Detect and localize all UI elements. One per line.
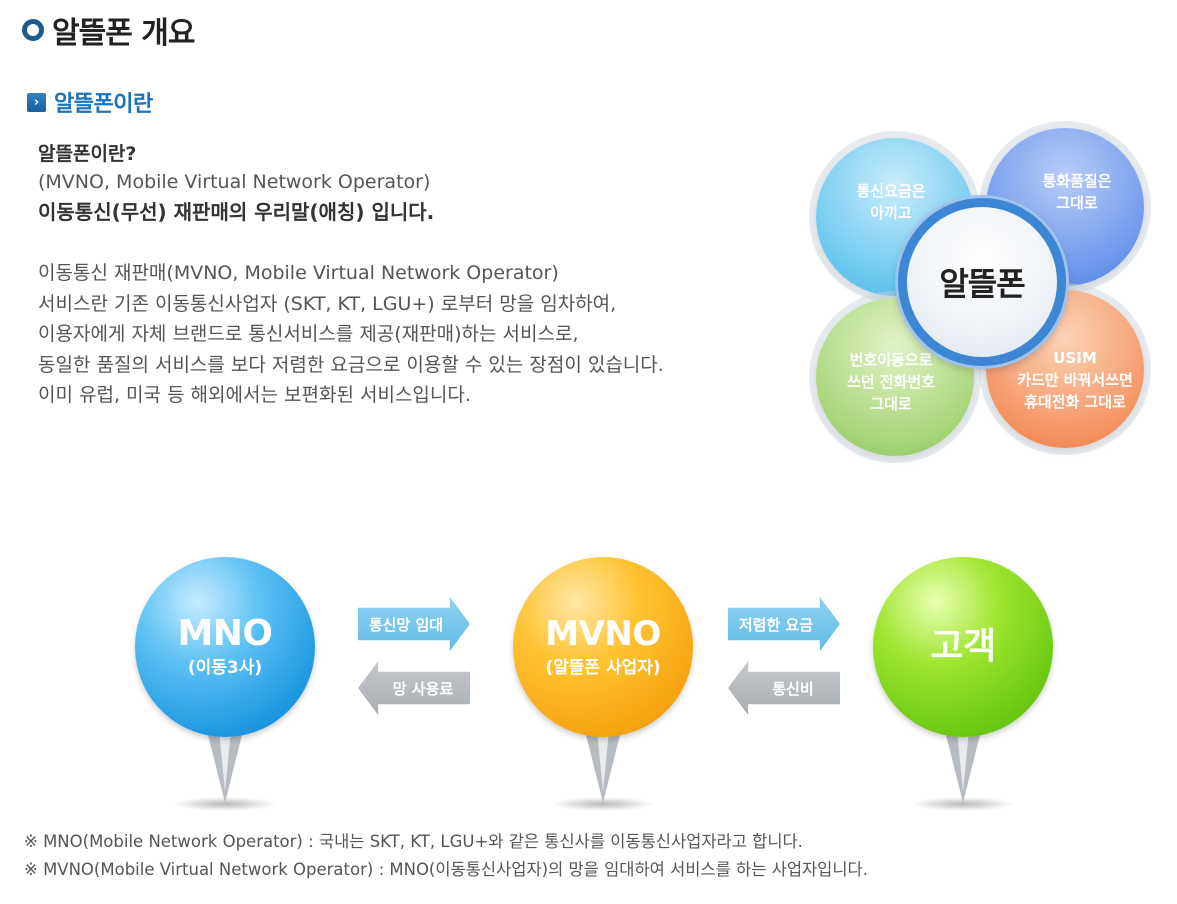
arrow-label: 통신망 임대 bbox=[368, 615, 444, 634]
circle-bullet-icon bbox=[22, 19, 44, 41]
mvno-label: MVNO bbox=[545, 614, 661, 654]
pin-shadow bbox=[173, 797, 277, 811]
benefit-petal-usim: USIM 카드만 바꿔서쓰면 휴대전화 그대로 bbox=[986, 290, 1144, 448]
footnotes: ※ MNO(Mobile Network Operator) : 국내는 SKT… bbox=[24, 828, 868, 884]
description-line: 이용자에게 자체 브랜드로 통신서비스를 제공(재판매)하는 서비스로, bbox=[38, 323, 579, 345]
section-title: › 알뜰폰이란 bbox=[27, 86, 153, 118]
mno-ball: MNO (이동3사) bbox=[135, 557, 315, 737]
pin-needle-highlight bbox=[597, 731, 609, 791]
petal-label: 통화품질은 그대로 bbox=[1042, 172, 1112, 212]
clover-center-hub: 알뜰폰 bbox=[898, 198, 1066, 366]
mvno-sublabel: (알뜰폰 사업자) bbox=[545, 658, 661, 678]
customer-label: 고객 bbox=[930, 626, 996, 667]
hub-label: 알뜰폰 bbox=[939, 265, 1025, 303]
mvno-flow-diagram: MNO (이동3사) MVNO (알뜰폰 사업자) 고객 bbox=[0, 545, 1177, 815]
intro-question: 알뜰폰이란? bbox=[38, 143, 137, 165]
mvno-pin: MVNO (알뜰폰 사업자) bbox=[513, 545, 693, 815]
mno-sublabel: (이동3사) bbox=[187, 658, 263, 678]
intro-text-block: 알뜰폰이란? (MVNO, Mobile Virtual Network Ope… bbox=[38, 140, 778, 411]
arrow-label: 저렴한 요금 bbox=[738, 615, 814, 634]
description-line: 동일한 품질의 서비스를 보다 저렴한 요금으로 이용할 수 있는 장점이 있습… bbox=[38, 353, 664, 376]
petal-label: USIM 카드만 바꿔서쓰면 휴대전화 그대로 bbox=[1017, 349, 1133, 411]
customer-ball: 고객 bbox=[873, 557, 1053, 737]
pin-needle-highlight bbox=[219, 731, 231, 791]
footnote-mno: ※ MNO(Mobile Network Operator) : 국내는 SKT… bbox=[24, 832, 803, 851]
description-line: 서비스란 기존 이동통신사업자 (SKT, KT, LGU+) 로부터 망을 임… bbox=[38, 292, 617, 315]
description-line: 이동통신 재판매(MVNO, Mobile Virtual Network Op… bbox=[38, 262, 559, 284]
description-line: 이미 유럽, 미국 등 해외에서는 보편화된 서비스입니다. bbox=[38, 384, 471, 406]
mvno-ball: MVNO (알뜰폰 사업자) bbox=[513, 557, 693, 737]
mno-label: MNO bbox=[177, 613, 273, 654]
mno-pin: MNO (이동3사) bbox=[135, 545, 315, 815]
page-title-text: 알뜰폰 개요 bbox=[52, 16, 195, 51]
arrow-right-icon: › bbox=[27, 92, 46, 112]
petal-label: 번호이동으로 쓰던 전화번호 그대로 bbox=[846, 351, 936, 413]
intro-english-name: (MVNO, Mobile Virtual Network Operator) bbox=[38, 171, 431, 193]
arrow-label: 망 사용료 bbox=[392, 679, 454, 698]
page-title: 알뜰폰 개요 bbox=[22, 8, 195, 52]
pin-shadow bbox=[911, 797, 1015, 811]
benefits-clover-diagram: 통신요금은 아끼고 통화품질은 그대로 번호이동으로 쓰던 전화번호 그대로 U… bbox=[806, 118, 1156, 463]
intro-definition: 이동통신(무선) 재판매의 우리말(애칭) 입니다. bbox=[38, 200, 435, 224]
pin-shadow bbox=[551, 797, 655, 811]
section-title-text: 알뜰폰이란 bbox=[54, 92, 153, 117]
arrow-label: 통신비 bbox=[772, 679, 814, 698]
customer-pin: 고객 bbox=[873, 545, 1053, 815]
intro-description: 이동통신 재판매(MVNO, Mobile Virtual Network Op… bbox=[38, 258, 778, 411]
petal-label: 통신요금은 아끼고 bbox=[856, 182, 926, 222]
footnote-mvno: ※ MVNO(Mobile Virtual Network Operator) … bbox=[24, 860, 868, 879]
pin-needle-highlight bbox=[957, 731, 969, 791]
